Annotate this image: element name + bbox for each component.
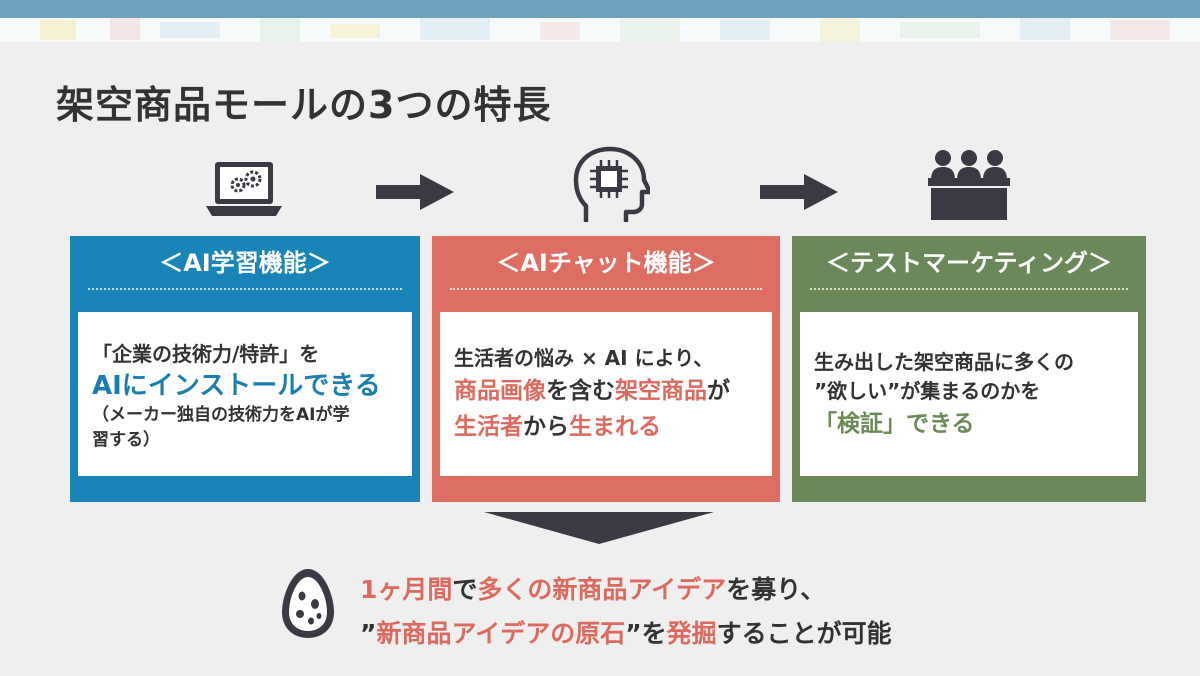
feature-box-body: 「企業の技術力/特許」を AIにインストールできる （メーカー独自の技術力をAI… [78, 312, 412, 476]
text-fragment: することが可能 [716, 619, 892, 648]
feature-box-header: ＜AI学習機能＞ [159, 249, 331, 277]
feature-text-line: 「企業の技術力/特許」を [92, 342, 320, 366]
page-title: 架空商品モールの3つの特長 [56, 83, 552, 127]
summary-line-2: ”新商品アイデアの原石”を発掘することが可能 [360, 612, 892, 656]
text-fragment: ”を [625, 619, 667, 648]
dotted-divider [810, 288, 1128, 290]
ai-head-icon [572, 146, 653, 226]
feature-box-test-marketing: ＜テストマーケティング＞ 生み出した架空商品に多くの ”欲しい”が集まるのかを … [792, 236, 1146, 502]
feature-box-header: ＜AIチャット機能＞ [496, 249, 716, 277]
feature-highlight-text: AIにインストールできる [92, 371, 381, 401]
feature-box-header: ＜テストマーケティング＞ [825, 249, 1113, 277]
arrow-right-icon [760, 172, 840, 212]
highlight-many-ideas: 多くの新商品アイデア [477, 575, 727, 604]
highlight-born: 生まれる [569, 414, 661, 440]
feature-box-body: 生活者の悩み × AI により、 商品画像を含む架空商品が 生活者から生まれる [440, 312, 772, 476]
dotted-divider [88, 288, 402, 290]
highlight-fictional-product: 架空商品 [615, 378, 707, 404]
text-fragment: を含む [546, 378, 615, 404]
feature-text-line: 生活者から生まれる [454, 409, 758, 445]
triangle-down-icon [484, 512, 714, 544]
highlight-one-month: 1ヶ月間 [360, 575, 453, 604]
feature-box-ai-learning: ＜AI学習機能＞ 「企業の技術力/特許」を AIにインストールできる （メーカー… [70, 236, 420, 502]
arrow-right-icon [376, 172, 456, 212]
feature-text-line: 習する） [92, 430, 160, 450]
feature-text-line: ”欲しい”が集まるのかを [814, 379, 1041, 403]
dotted-divider [450, 288, 762, 290]
laptop-gears-icon [204, 160, 284, 220]
feature-text-line: 生み出した架空商品に多くの [814, 350, 1074, 374]
highlight-discover: 発掘 [666, 619, 717, 648]
feature-text-line: 生活者の悩み × AI により、 [454, 346, 714, 370]
top-decoration-strip [0, 18, 1200, 42]
top-banner-bar [0, 0, 1200, 18]
text-fragment: で [452, 575, 478, 604]
feature-highlight-text: 「検証」できる [814, 411, 975, 437]
text-fragment: から [523, 414, 569, 440]
bottom-summary: 1ヶ月間で多くの新商品アイデアを募り、 ”新商品アイデアの原石”を発掘することが… [360, 568, 892, 656]
text-fragment: ” [360, 619, 377, 648]
highlight-rough-gem: 新商品アイデアの原石 [376, 619, 626, 648]
feature-box-ai-chat: ＜AIチャット機能＞ 生活者の悩み × AI により、 商品画像を含む架空商品が… [432, 236, 780, 502]
text-fragment: が [707, 378, 730, 404]
highlight-consumer: 生活者 [454, 414, 523, 440]
text-fragment: を募り、 [726, 575, 826, 604]
highlight-product-image: 商品画像 [454, 378, 546, 404]
egg-icon [278, 566, 338, 642]
feature-text-line: （メーカー独自の技術力をAIが学 [92, 405, 350, 425]
feature-box-body: 生み出した架空商品に多くの ”欲しい”が集まるのかを 「検証」できる [800, 312, 1138, 476]
feature-text-line: 商品画像を含む架空商品が [454, 373, 758, 409]
summary-line-1: 1ヶ月間で多くの新商品アイデアを募り、 [360, 568, 892, 612]
audience-icon [926, 148, 1012, 222]
